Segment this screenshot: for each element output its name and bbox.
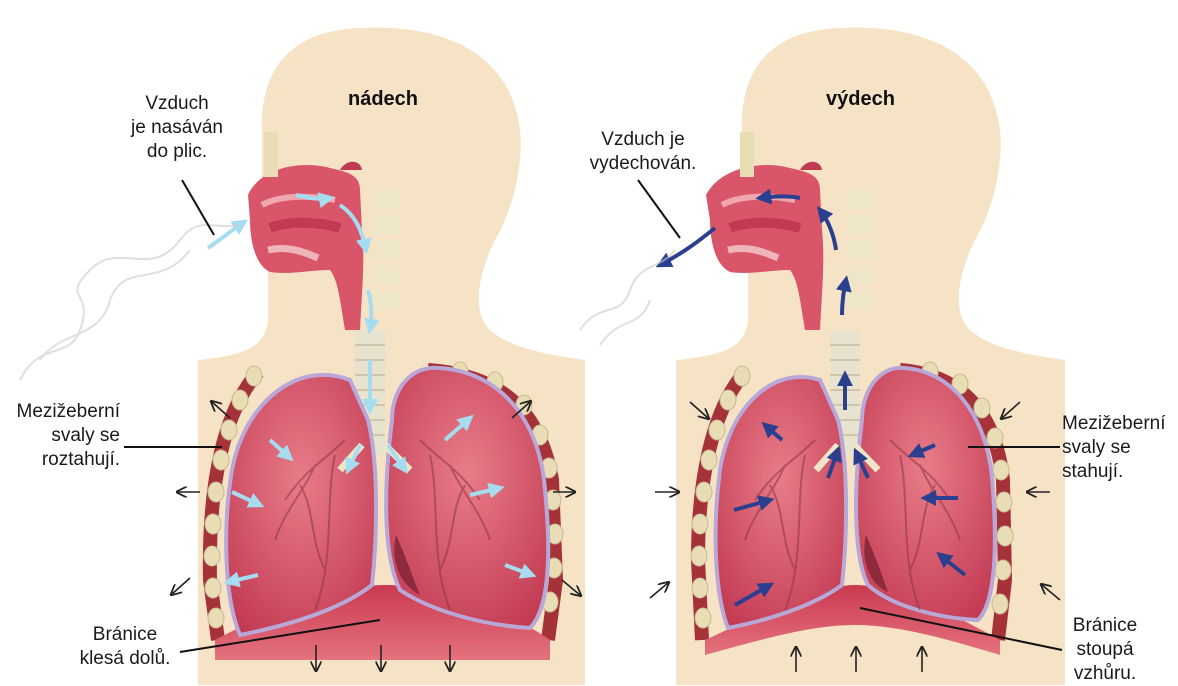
exhale-panel	[580, 28, 1065, 685]
exhale-title: výdech	[826, 88, 895, 111]
inhale-diaphragm-label: Bránice klesá dolů.	[60, 623, 190, 671]
skull-bone	[740, 132, 754, 177]
inhale-air-label: Vzduch je nasáván do plic.	[112, 92, 242, 164]
skull-bone	[264, 132, 278, 177]
inhale-muscles-label: Mezižeberní svaly se roztahují.	[0, 400, 120, 472]
exhale-muscles-label: Mezižeberní svaly se stahují.	[1062, 412, 1176, 484]
exhale-diaphragm-label: Bránice stoupá vzhůru.	[1040, 614, 1170, 686]
smoke	[20, 225, 240, 380]
cervical-spine	[846, 190, 874, 310]
inhale-panel	[20, 28, 585, 685]
cervical-spine	[372, 190, 400, 310]
exhale-air-label: Vzduch je vydechován.	[578, 128, 708, 176]
inhale-title: nádech	[348, 88, 418, 111]
